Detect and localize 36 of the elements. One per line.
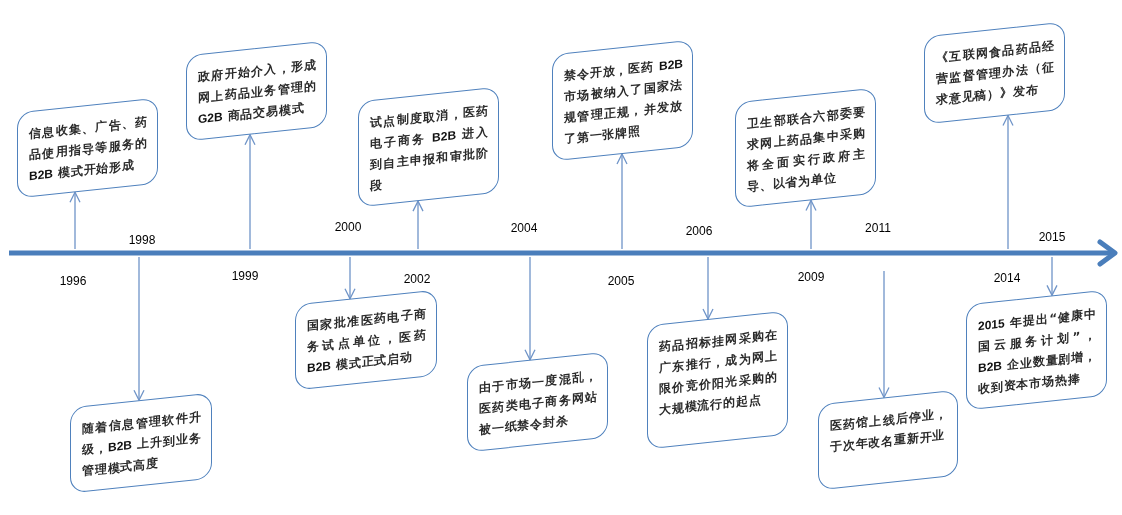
event-description: 政府开始介入，形成网上药品业务管理的 G2B 商品交易模式 bbox=[198, 56, 317, 129]
event-description: 国家批准医药电子商务试点单位，医药 B2B 模式正式启动 bbox=[307, 305, 427, 378]
arrow bbox=[344, 256, 356, 300]
event-description: 《互联网食品药品经营监督管理办法（征求意见稿）》发布 bbox=[936, 37, 1055, 110]
event-description: 药品招标挂网采购在广东推行，成为网上限价竞价阳光采购的大规模流行的起点 bbox=[659, 326, 778, 420]
year-label: 2009 bbox=[797, 270, 825, 284]
year-label: 2006 bbox=[685, 224, 713, 238]
arrow bbox=[69, 191, 81, 250]
arrow bbox=[878, 270, 890, 399]
event-description: 卫生部联合六部委要求网上药品集中采购将全面实行政府主导、以省为单位 bbox=[747, 103, 866, 197]
arrow bbox=[412, 200, 424, 250]
year-label: 2014 bbox=[993, 271, 1021, 285]
event-description: 医药馆上线后停业，于次年改名重新开业 bbox=[830, 405, 948, 457]
year-label: 2004 bbox=[510, 221, 538, 235]
arrow bbox=[524, 256, 536, 361]
year-label: 2015 bbox=[1038, 230, 1066, 244]
arrow bbox=[133, 256, 145, 401]
event-description: 由于市场一度混乱，医药类电子商务网站被一纸禁令封杀 bbox=[479, 367, 598, 440]
arrow bbox=[1046, 256, 1058, 296]
arrow bbox=[805, 199, 817, 250]
year-label: 1999 bbox=[231, 269, 259, 283]
year-label: 2002 bbox=[403, 272, 431, 286]
year-label: 1996 bbox=[59, 274, 87, 288]
year-label: 2000 bbox=[334, 220, 362, 234]
event-description: 随着信息管理软件升级，B2B 上升到业务管理模式高度 bbox=[82, 408, 202, 481]
event-description: 信息收集、广告、药品使用指导等服务的 B2B 模式开始形成 bbox=[29, 113, 148, 186]
arrow bbox=[616, 153, 628, 250]
event-description: 试点制度取消，医药电子商务 B2B 进入到自主申报和审批阶段 bbox=[370, 102, 489, 196]
event-description: 2015 年提出“健康中国云服务计划”，B2B 企业数量剧增，收到资本市场热捧 bbox=[978, 305, 1097, 399]
year-label: 1998 bbox=[128, 233, 156, 247]
event-description: 禁令开放，医药 B2B 市场被纳入了国家法规管理正规，并发放了第一张牌照 bbox=[564, 55, 683, 149]
year-label: 2005 bbox=[607, 274, 635, 288]
arrow bbox=[702, 256, 714, 320]
arrow bbox=[1002, 114, 1014, 250]
arrow bbox=[244, 134, 256, 250]
year-label: 2011 bbox=[865, 221, 891, 235]
